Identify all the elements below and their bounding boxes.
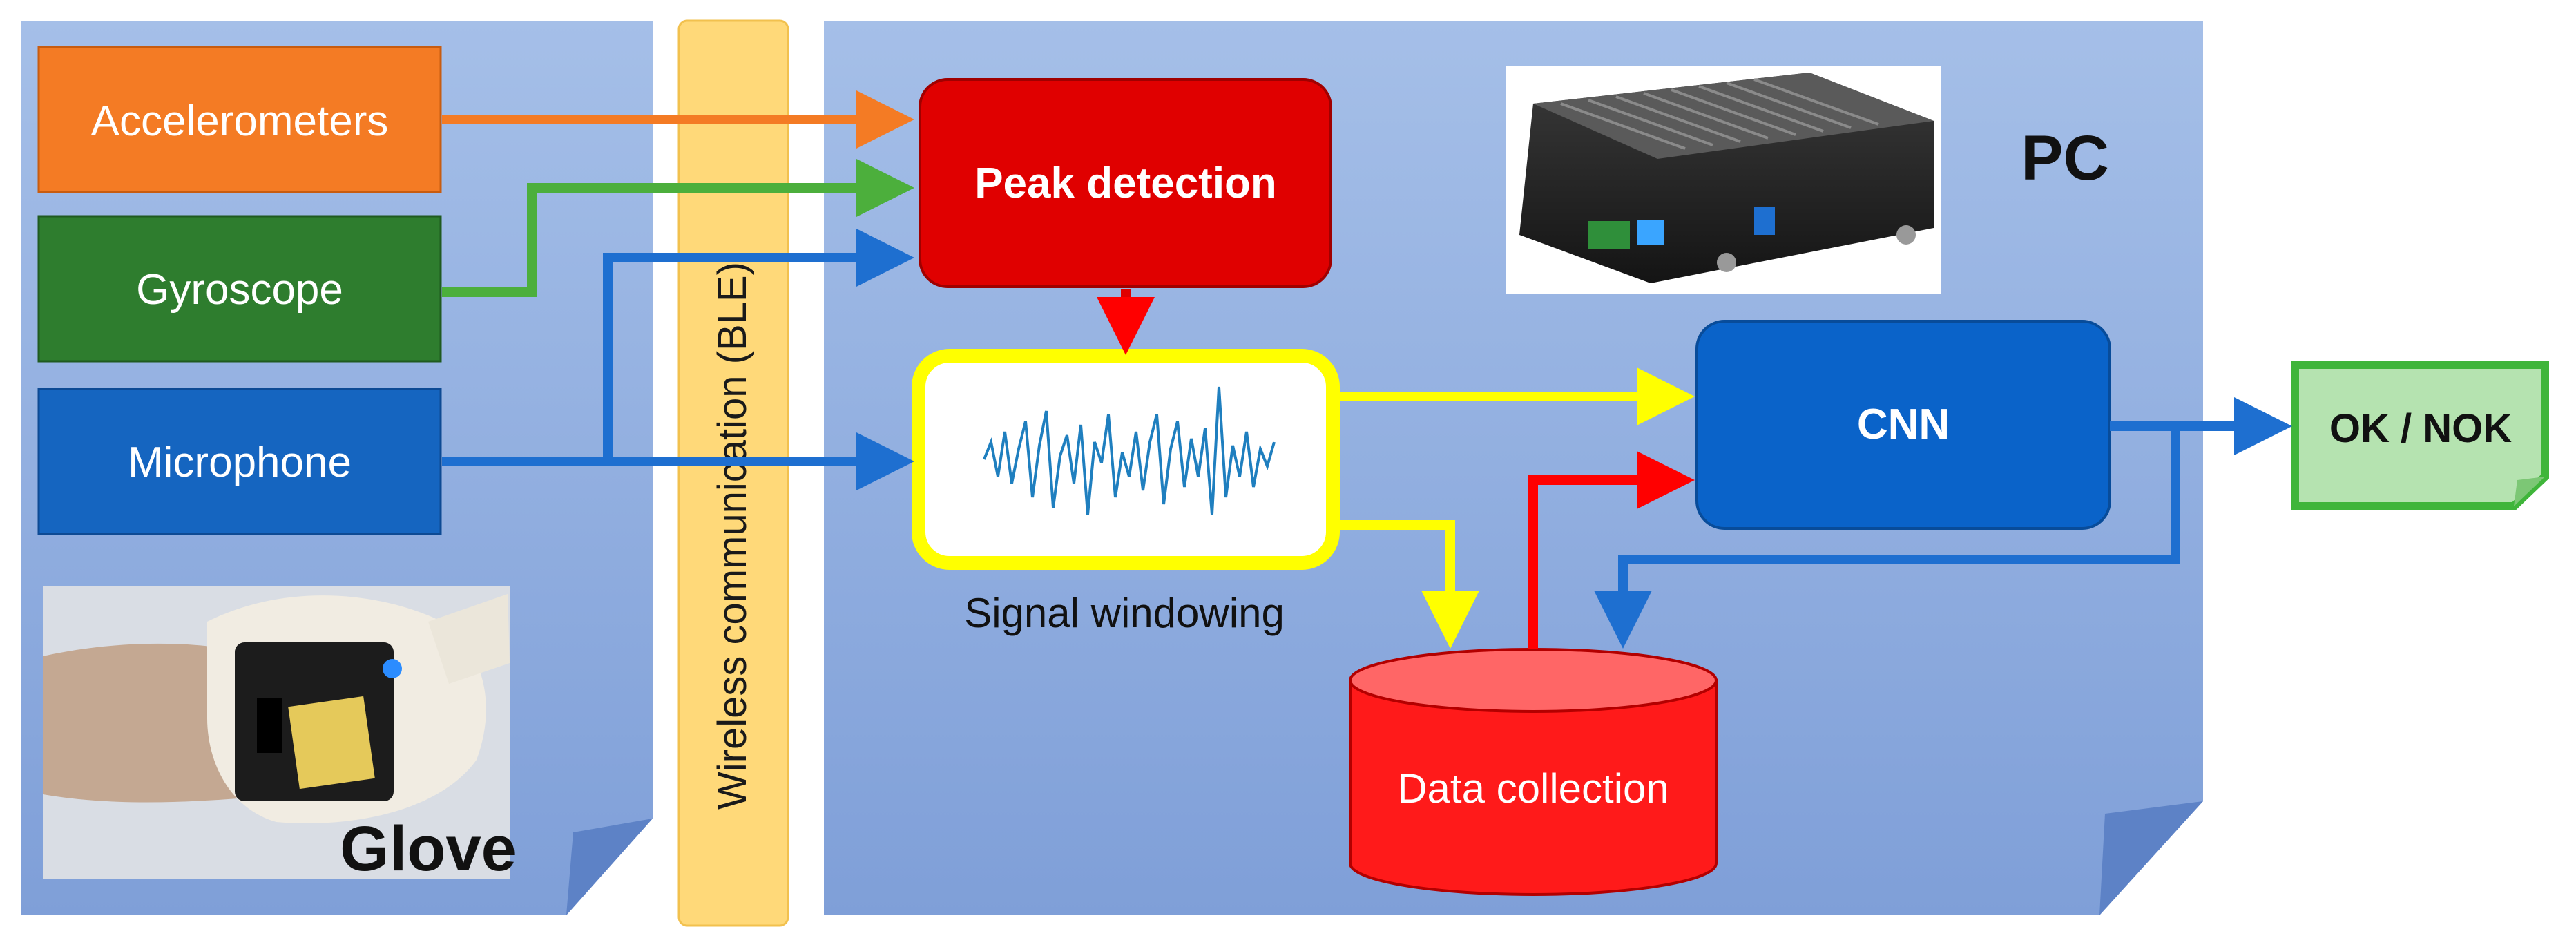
wireless-label: Wireless communication (BLE) [710,262,755,810]
cnn-box: CNN [1695,320,2111,530]
glove-label: Glove [340,814,517,884]
output-box: OK / NOK [2291,361,2549,510]
wireless-band: Wireless communication (BLE) [677,19,789,927]
arrow-data-cnn [1528,451,1695,649]
waveform-icon [983,386,1276,515]
pc-label: PC [2021,123,2109,193]
signal-windowing-box: Signal windowing [912,349,1340,636]
sensor-gyroscope: Gyroscope [37,215,442,363]
microphone-label: Microphone [128,439,352,486]
data-collection-cylinder: Data collection [1349,648,1718,896]
sensor-microphone: Microphone [37,388,442,535]
arrow-gyroscope-peak [442,159,914,297]
arrow-windowing-data [1340,520,1479,649]
output-label: OK / NOK [2329,406,2512,451]
accelerometers-label: Accelerometers [91,97,389,145]
cnn-label: CNN [1857,401,1950,448]
peak-detection-box: Peak detection [919,78,1332,288]
gyroscope-label: Gyroscope [136,266,343,314]
arrow-microphone-peak [603,229,914,461]
glove-photo: Glove [43,586,517,884]
connector-arrows [442,90,2292,649]
pc-hardware-photo: PC [1506,66,2109,294]
signal-windowing-label: Signal windowing [964,590,1285,636]
peak-detection-label: Peak detection [974,160,1277,207]
sensor-accelerometers: Accelerometers [37,46,442,193]
data-collection-label: Data collection [1397,765,1669,812]
